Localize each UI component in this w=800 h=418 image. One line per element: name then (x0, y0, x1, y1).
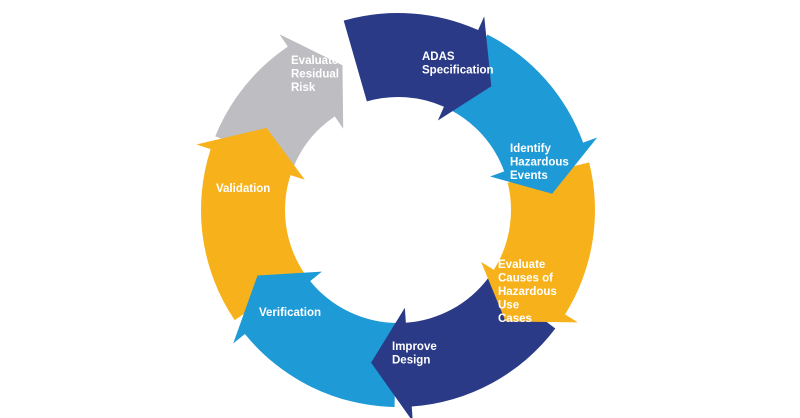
label-evaluate-causes-line-4: Use (498, 300, 519, 312)
label-improve-design-line-1: Improve (392, 341, 437, 353)
label-identify-hazardous-events-line-3: Events (510, 170, 548, 182)
label-validation-line-1: Validation (216, 183, 270, 195)
label-validation: Validation (216, 183, 270, 195)
label-identify-hazardous-events-line-2: Hazardous (510, 157, 569, 169)
arrow-adas-specification (343, 12, 492, 121)
label-evaluate-residual-risk-line-2: Residual (291, 69, 339, 81)
label-improve-design-line-2: Design (392, 355, 430, 367)
label-adas-specification-line-1: ADAS (422, 51, 455, 63)
label-verification: Verification (259, 307, 321, 319)
label-adas-specification-line-2: Specification (422, 65, 494, 77)
label-adas-specification: ADAS Specification (422, 51, 494, 77)
label-evaluate-residual-risk-line-3: Risk (291, 82, 316, 94)
label-verification-line-1: Verification (259, 307, 321, 319)
label-evaluate-causes-line-2: Causes of (498, 273, 553, 285)
label-identify-hazardous-events-line-1: Identify (510, 143, 551, 155)
label-evaluate-causes-line-5: Cases (498, 313, 532, 325)
arrow-verification (233, 271, 397, 407)
label-evaluate-causes-line-1: Evaluate (498, 259, 545, 271)
label-evaluate-causes-line-3: Hazardous (498, 286, 557, 298)
arrow-validation (196, 127, 305, 321)
label-evaluate-residual-risk-line-1: Evaluate (291, 55, 338, 67)
arrow-evaluate-causes (481, 162, 596, 323)
